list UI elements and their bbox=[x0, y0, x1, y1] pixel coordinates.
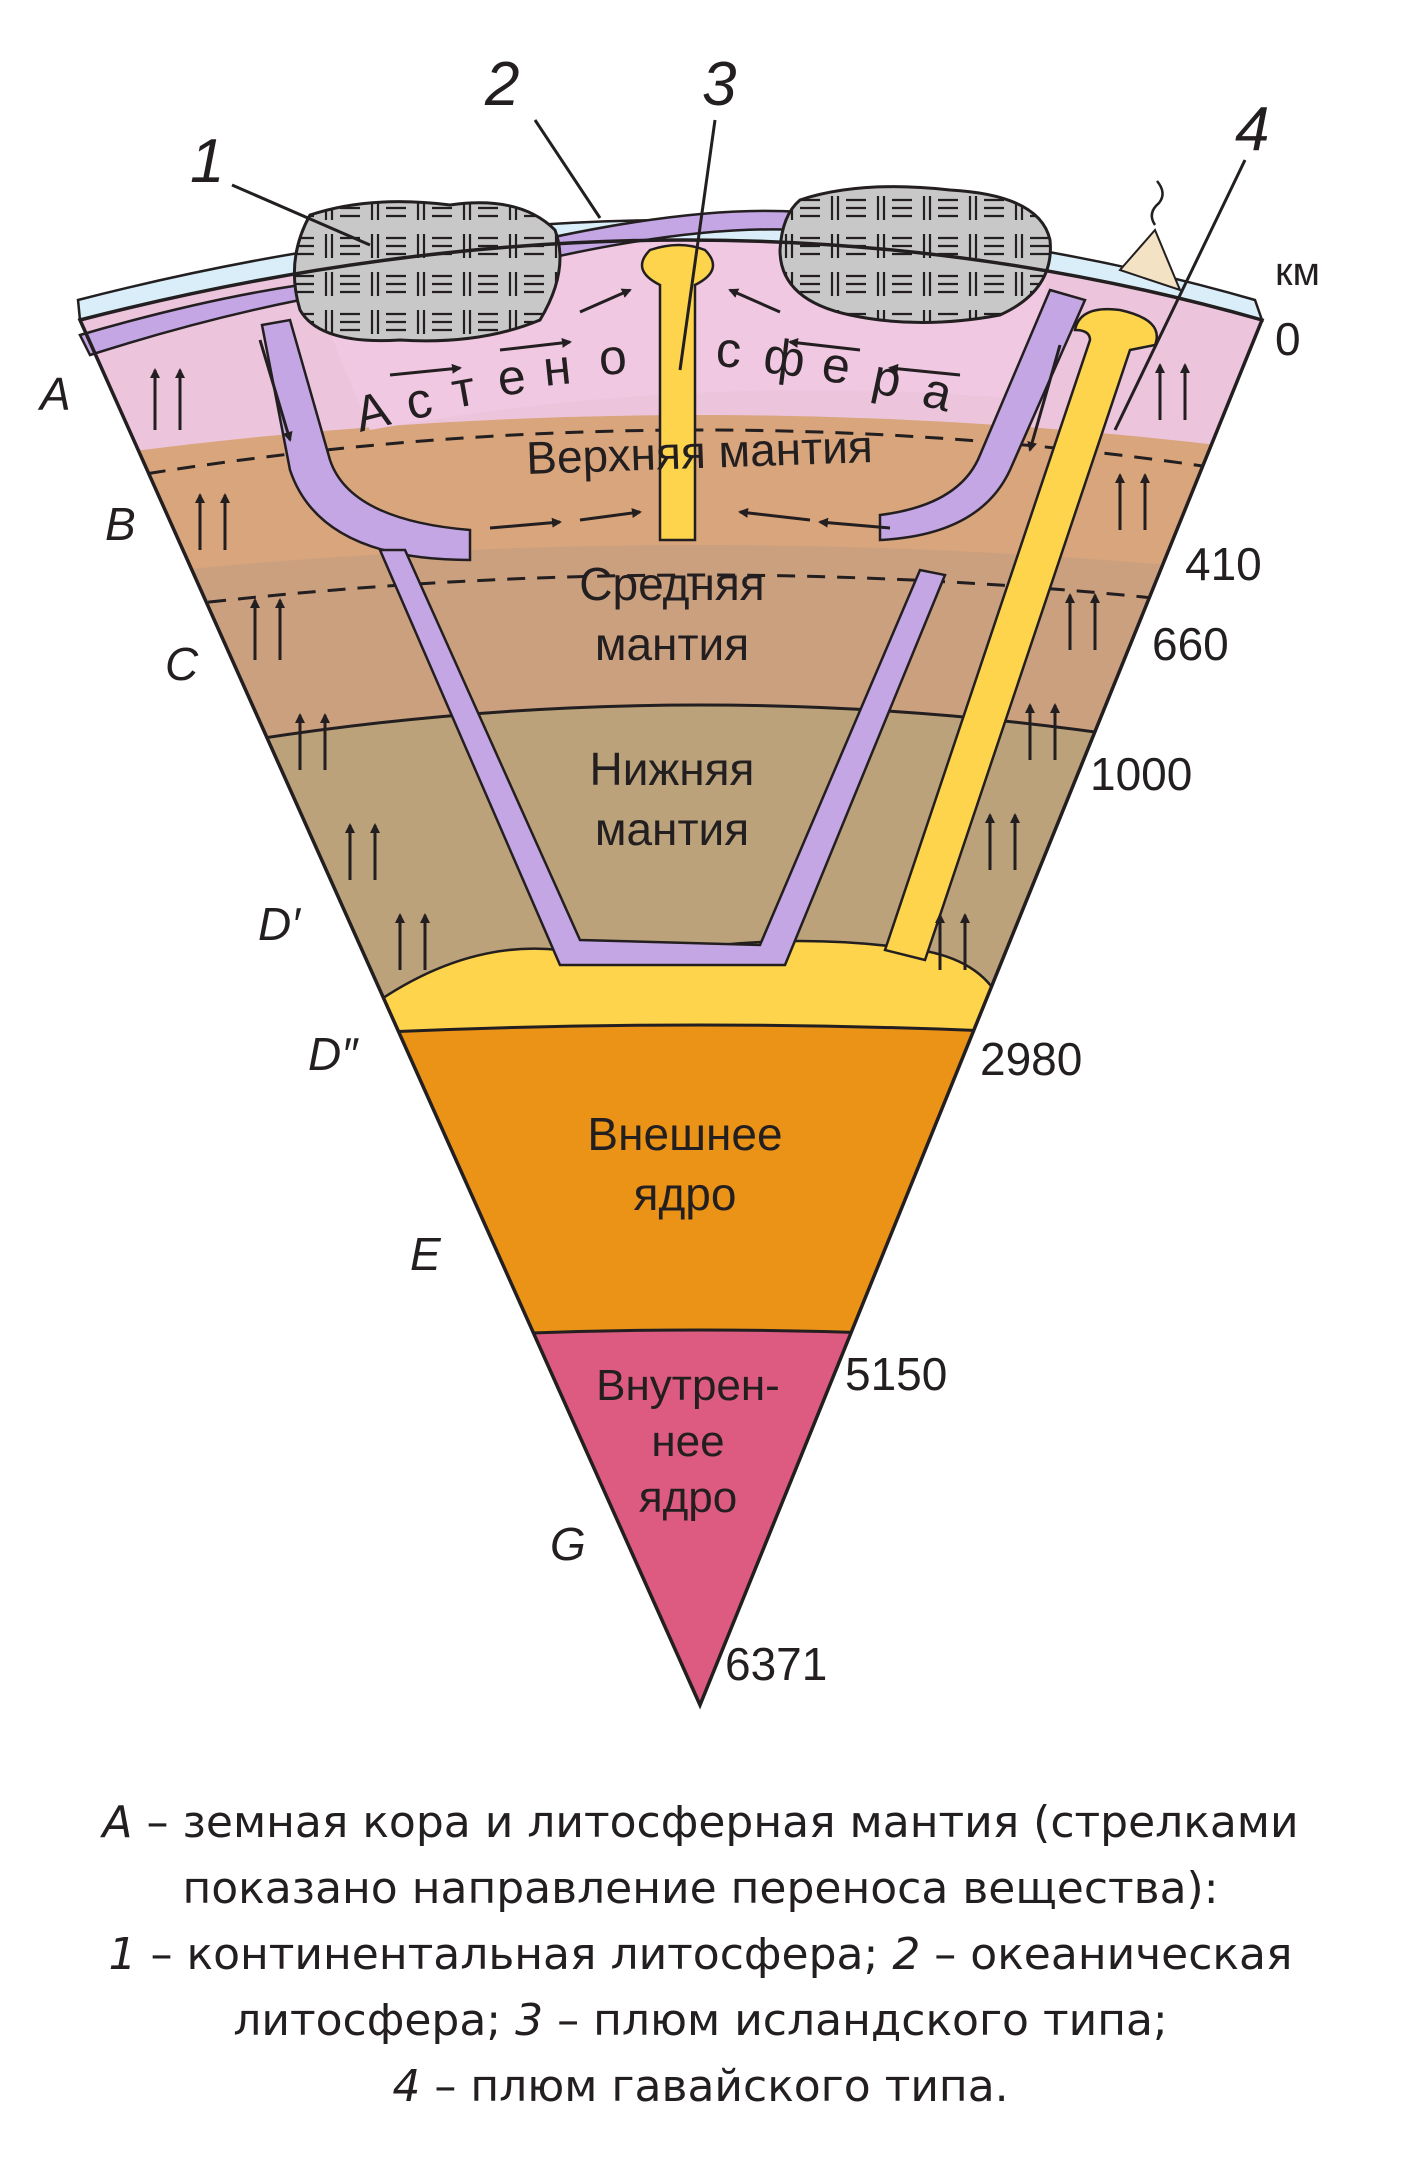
oceanic-lithosphere-slab-right bbox=[878, 288, 1087, 542]
inner-core-label-1: Внутрен- bbox=[596, 1361, 780, 1410]
zone-d2-label: D″ bbox=[308, 1028, 359, 1080]
depth-label-6371: 6371 bbox=[725, 1638, 827, 1690]
zone-a-label: A bbox=[37, 368, 71, 420]
flow-arrows bbox=[150, 288, 1190, 970]
continental-lithosphere-right bbox=[778, 185, 1052, 324]
caption-t2: – океаническая литосфера; bbox=[233, 1929, 1293, 2046]
zone-c-label: C bbox=[165, 638, 199, 690]
outer-core-label-1: Внешнее bbox=[587, 1108, 782, 1160]
callout-1: 1 bbox=[190, 127, 224, 196]
caption-a-text: – земная кора и литосферная мантия (стре… bbox=[132, 1797, 1299, 1914]
inner-core-label-3: ядро bbox=[639, 1473, 737, 1522]
continental-lithosphere-left bbox=[292, 200, 562, 343]
depth-label-660: 660 bbox=[1152, 618, 1229, 670]
caption-n1: 1 bbox=[108, 1929, 137, 1980]
astheno-char: о bbox=[597, 328, 629, 386]
wedge-outline bbox=[77, 238, 1265, 1710]
zone-d1-label: D′ bbox=[258, 898, 301, 950]
zone-g-label: G bbox=[550, 1518, 586, 1570]
earth-section-diagram: 1 2 3 4 А с т е н о с ф е р а Верхняя ма… bbox=[37, 50, 1320, 1710]
depth-label-5150: 5150 bbox=[845, 1348, 947, 1400]
depth-label-0: 0 bbox=[1275, 313, 1301, 365]
depth-label-1000: 1000 bbox=[1090, 748, 1192, 800]
callout-3: 3 bbox=[702, 50, 736, 119]
zone-b-label: B bbox=[105, 498, 136, 550]
caption-n4: 4 bbox=[392, 2061, 421, 2112]
depth-label-410: 410 bbox=[1185, 538, 1262, 590]
lower-mantle-label-1: Нижняя bbox=[590, 743, 755, 795]
volcano-icon bbox=[1118, 228, 1182, 292]
astheno-char: н bbox=[540, 338, 573, 397]
caption-n2: 2 bbox=[892, 1929, 921, 1980]
callout-2: 2 bbox=[484, 50, 519, 119]
depth-label-2980: 2980 bbox=[980, 1033, 1082, 1085]
depth-unit-label: км bbox=[1275, 250, 1320, 294]
astheno-char: с bbox=[714, 321, 743, 379]
oceanic-lithosphere-slab-left bbox=[260, 318, 472, 562]
zone-e-label: E bbox=[410, 1228, 442, 1280]
iceland-plume bbox=[640, 243, 715, 542]
deep-slab bbox=[378, 548, 947, 967]
middle-mantle-label-1: Средняя bbox=[579, 558, 764, 610]
caption-t4: – плюм гавайского типа. bbox=[420, 2061, 1009, 2112]
lower-mantle-label-2: мантия bbox=[595, 803, 749, 855]
caption-t1: – континентальная литосфера; bbox=[136, 1929, 893, 1980]
smoke-icon bbox=[1150, 180, 1164, 226]
caption-n3: 3 bbox=[515, 1995, 544, 2046]
upper-mantle-label: Верхняя мантия bbox=[525, 420, 873, 484]
caption-t3: – плюм исландского типа; bbox=[543, 1995, 1168, 2046]
inner-core-label-2: нее bbox=[651, 1417, 724, 1466]
outer-core-label-2: ядро bbox=[634, 1168, 737, 1220]
astheno-char: ф bbox=[761, 327, 809, 388]
hawaiian-plume bbox=[883, 307, 1158, 962]
middle-mantle-label-2: мантия bbox=[595, 618, 749, 670]
caption-a-letter: A bbox=[102, 1797, 133, 1848]
figure-caption: A – земная кора и литосферная мантия (ст… bbox=[40, 1790, 1361, 2120]
callout-4: 4 bbox=[1235, 95, 1269, 164]
